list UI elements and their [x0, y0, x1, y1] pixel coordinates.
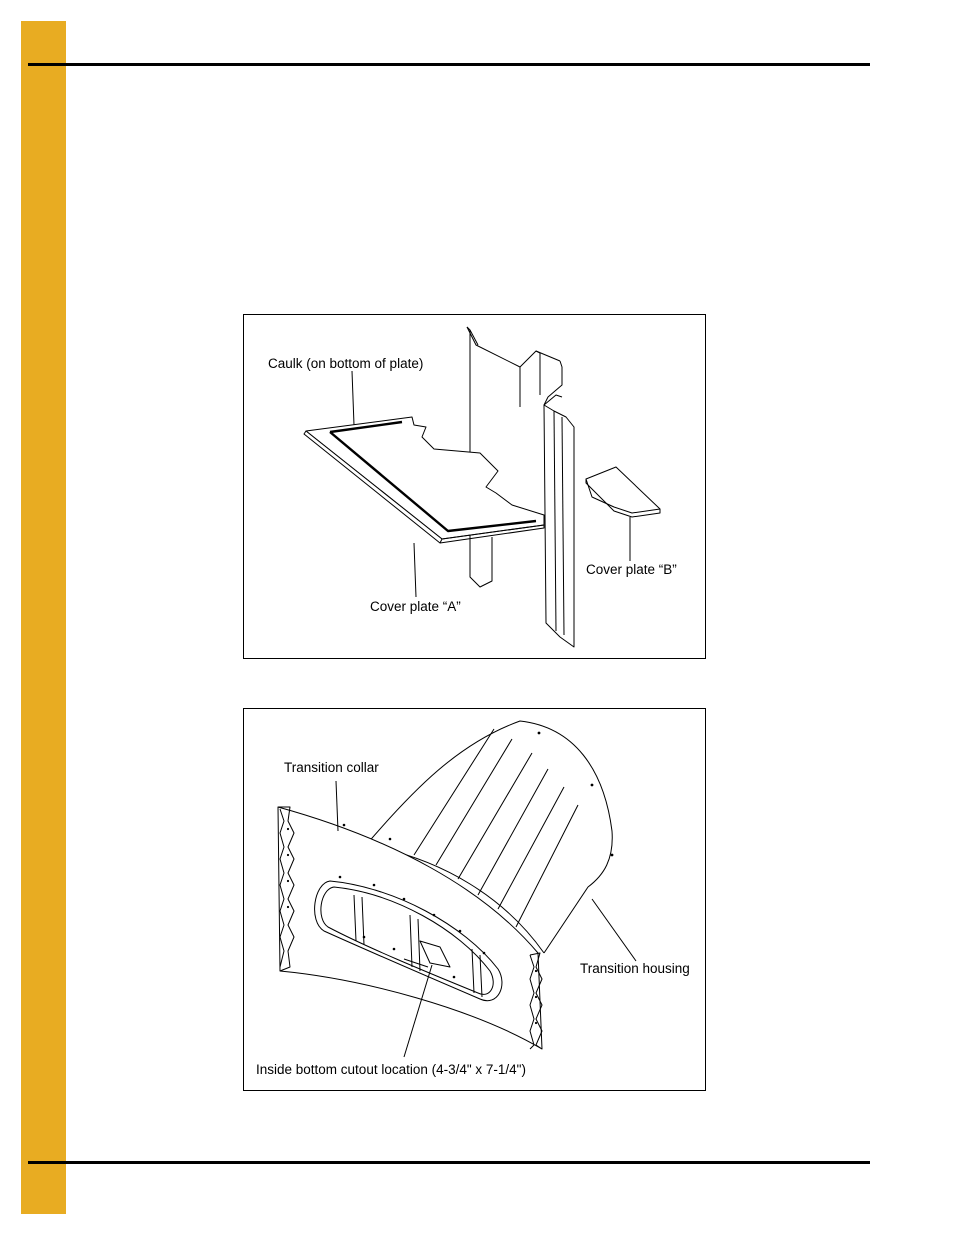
transition-housing-label: Transition housing — [580, 961, 690, 976]
side-tab — [21, 21, 66, 1214]
cover-plate-b-label: Cover plate “B” — [586, 562, 677, 577]
transition-drawing — [277, 720, 637, 1058]
caulk-label: Caulk (on bottom of plate) — [268, 356, 424, 371]
transition-figure: Transition collar Transition housing Ins… — [243, 708, 706, 1091]
transition-collar-label: Transition collar — [284, 760, 379, 775]
cover-plate-drawing — [303, 326, 661, 648]
cover-plate-figure: Caulk (on bottom of plate) Cover plate “… — [243, 314, 706, 659]
cover-plate-a-label: Cover plate “A” — [370, 599, 461, 614]
cutout-location-label: Inside bottom cutout location (4-3/4" x … — [256, 1062, 526, 1077]
header-rule — [28, 63, 870, 66]
footer-rule — [28, 1161, 870, 1164]
